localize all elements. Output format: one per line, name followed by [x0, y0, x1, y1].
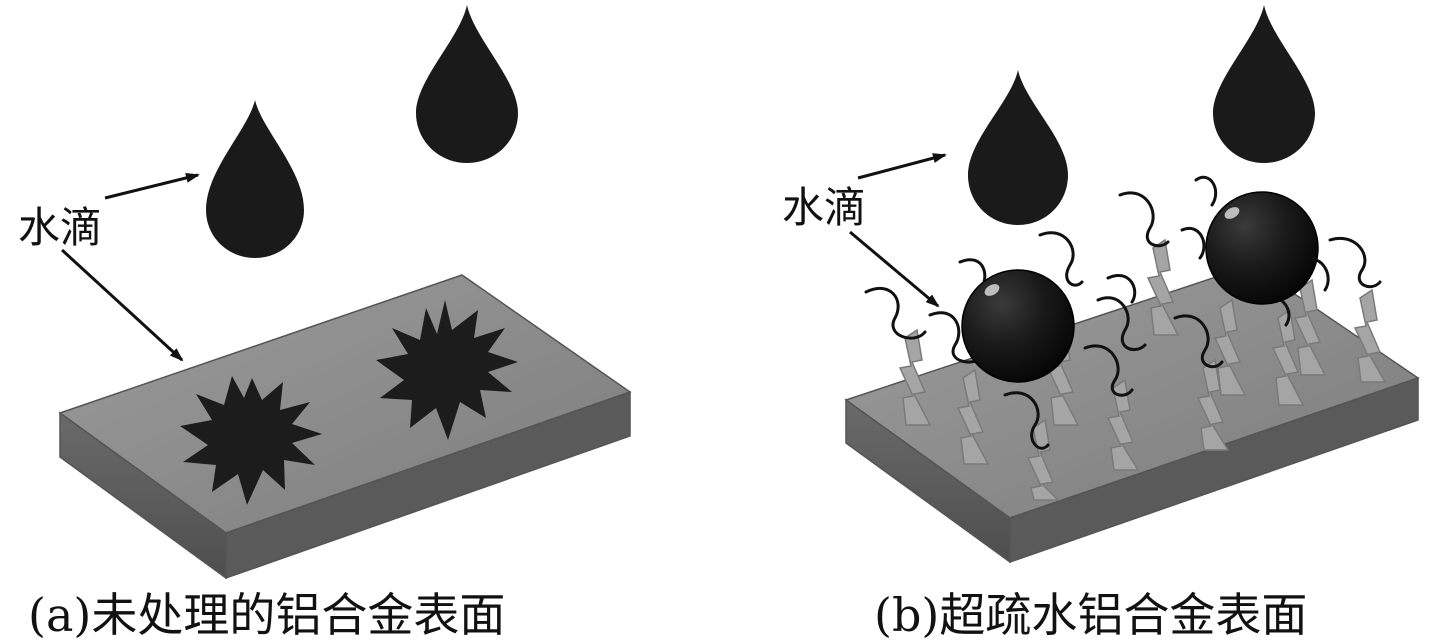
panel-a: 水滴 (a)未处理的铝合金表面 [18, 5, 632, 642]
spike-icon [1293, 278, 1327, 376]
spike-icon [898, 328, 932, 426]
chain-icon [1083, 344, 1134, 397]
spike-icon [956, 368, 990, 465]
pointer-arrow [849, 230, 940, 308]
chain-icon [1118, 191, 1170, 248]
water-drop-icon [416, 5, 518, 163]
spike-icon [1213, 298, 1247, 396]
chain-icon [1096, 296, 1147, 351]
chain-icon [1106, 274, 1137, 304]
panel-b: 水滴 (b)超疏水铝合金表面 [782, 5, 1420, 642]
untreated-plate [58, 274, 632, 580]
spike-icon [1026, 418, 1060, 501]
panel-caption: (a)未处理的铝合金表面 [28, 588, 505, 642]
spike-icon [1106, 378, 1140, 471]
spike-icon [1271, 308, 1305, 406]
chain-icon [928, 311, 987, 364]
splash-left-icon [180, 376, 322, 505]
water-drop-icon [206, 100, 304, 258]
water-drop-icon [1213, 5, 1315, 163]
beaded-droplet-icon [961, 269, 1075, 383]
water-drop-label: 水滴 [18, 203, 102, 252]
pointer-arrow [60, 248, 184, 362]
beaded-droplet-icon [1205, 191, 1319, 305]
water-drop-icon [968, 70, 1068, 225]
chain-icon [1328, 236, 1382, 289]
spike-icon [1196, 358, 1230, 451]
splash-right-icon [376, 300, 518, 440]
chain-icon [1038, 231, 1084, 287]
chain-icon [1003, 391, 1050, 450]
pointer-arrow [104, 173, 200, 200]
chain-icon [1194, 176, 1218, 207]
water-drop-label: 水滴 [782, 183, 866, 232]
spike-icon [1146, 238, 1180, 336]
chain-icon [864, 286, 927, 340]
chain-icon [1180, 226, 1206, 260]
surface-spikes [898, 238, 1387, 501]
pointer-arrow [857, 153, 947, 180]
panel-caption: (b)超疏水铝合金表面 [874, 588, 1307, 642]
spike-icon [1353, 288, 1387, 383]
chain-icon [1173, 314, 1224, 369]
superhydrophobic-plate [844, 264, 1420, 564]
